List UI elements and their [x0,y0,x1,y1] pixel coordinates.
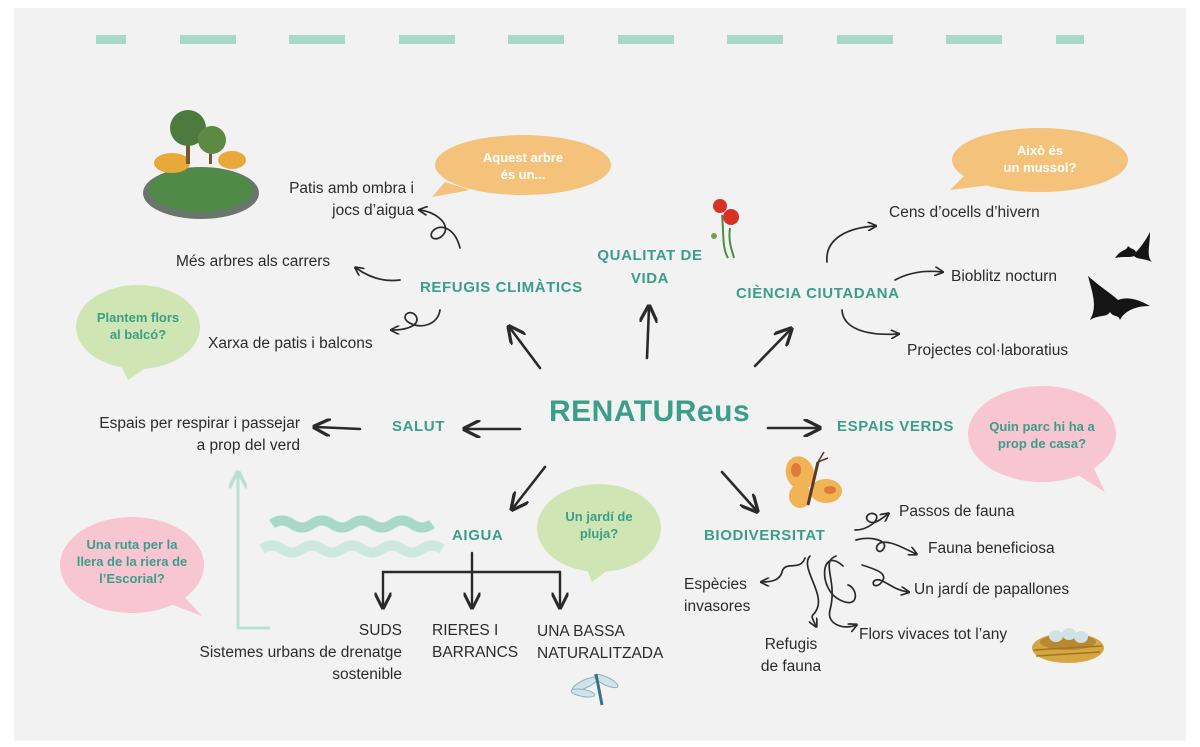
bubble-mussol-line2: un mussol? [1003,160,1077,175]
bubble-mussol-text: Això és un mussol? [990,142,1090,176]
item-fauna-benef: Fauna beneficiosa [928,540,1055,557]
item-patis-ombra: Patis amb ombra i jocs d’aigua [250,178,414,222]
dash [289,35,345,44]
branch-qualitat-line2: VIDA [630,270,670,287]
item-mes-arbres: Més arbres als carrers [176,253,331,270]
dash [399,35,455,44]
branch-refugis: REFUGIS CLIMÀTICS [420,279,583,296]
item-cens-ocells: Cens d’ocells d’hivern [889,204,1040,221]
bubble-ruta-line1: Una ruta per la [86,537,178,552]
bubble-flors-text: Plantem flors al balcó? [83,309,193,343]
item-rieres-line2: BARRANCS [432,644,519,661]
dash [508,35,564,44]
bubble-ruta-line2: llera de la riera de [76,554,188,569]
bubble-ruta-text: Una ruta per la llera de la riera de l’E… [67,536,197,587]
bubble-arbre-line1: Aquest arbre [482,150,564,165]
item-suds-line3: sostenible [332,666,402,683]
bubble-parc-line2: prop de casa? [997,436,1087,451]
item-refugis-fauna-line2: de fauna [760,658,822,675]
bubble-arbre [432,135,611,197]
poppy-icon [711,199,739,259]
branch-salut: SALUT [392,418,445,435]
item-bioblitz: Bioblitz nocturn [951,268,1057,285]
aigua-branches [383,551,560,606]
item-patis-ombra-line1: Patis amb ombra i [289,180,414,197]
branch-aigua: AIGUA [452,527,504,544]
branch-qualitat: QUALITAT DE VIDA [590,244,710,290]
dash [180,35,236,44]
item-espais-respirar: Espais per respirar i passejar a prop de… [78,413,300,457]
bubble-parc [968,386,1116,492]
item-bassa-line2: NATURALITZADA [537,645,664,662]
item-refugis-fauna-line1: Refugis [764,636,818,653]
item-suds-line2: Sistemes urbans de drenatge [199,644,402,661]
bubble-parc-line1: Quin parc hi ha a [989,419,1095,434]
bubble-parc-text: Quin parc hi ha a prop de casa? [977,418,1107,452]
item-especies-line2: invasores [684,598,751,615]
main-arrows [316,308,818,510]
bat-icon [1088,232,1152,320]
item-bassa-line1: UNA BASSA [537,623,625,640]
item-xarxa-patis: Xarxa de patis i balcons [208,335,373,352]
bubble-arbre-text: Aquest arbre és un... [463,149,583,183]
item-suds: SUDS Sistemes urbans de drenatge sosteni… [170,620,402,686]
nest-icon [1032,628,1104,663]
item-patis-ombra-line2: jocs d’aigua [332,202,414,219]
dash [837,35,893,44]
bubble-ruta [60,517,204,616]
bubble-flors [76,285,200,380]
item-jardi-papallones: Un jardí de papallones [914,581,1070,598]
waves-icon [259,515,445,558]
bubble-pluja [537,484,661,582]
bubble-mussol [950,128,1128,192]
item-projectes: Projectes col·laboratius [907,342,1069,359]
item-espais-respirar-line2: a prop del verd [196,437,300,454]
item-rieres: RIERES I BARRANCS [432,620,518,664]
item-bassa: UNA BASSA NATURALITZADA [537,621,663,665]
branch-biodiversitat: BIODIVERSITAT [704,527,826,544]
dragonfly-icon [570,673,619,706]
item-rieres-line1: RIERES I [432,622,499,639]
dash [96,35,126,44]
bubble-mussol-line1: Això és [1016,143,1064,158]
dash [727,35,783,44]
bubble-flors-line2: al balcó? [109,327,167,342]
bubble-flors-line1: Plantem flors [96,310,180,325]
dash [946,35,1002,44]
bubble-pluja-text: Un jardí de pluja? [549,508,649,542]
center-title: RENATUReus [549,395,751,428]
item-suds-line1: SUDS [358,622,402,639]
branch-qualitat-line1: QUALITAT DE [597,247,703,264]
item-passos: Passos de fauna [899,503,1015,520]
item-flors-vivaces: Flors vivaces tot l’any [859,626,1008,643]
butterfly-icon [785,451,842,508]
bubble-ruta-line3: l’Escorial? [99,571,165,586]
dash [1056,35,1084,44]
light-arrow [238,474,270,630]
item-especies-line1: Espècies [684,576,747,593]
item-espais-respirar-line1: Espais per respirar i passejar [99,415,300,432]
branch-espais: ESPAIS VERDS [837,418,954,435]
bubble-pluja-line2: pluja? [579,526,619,541]
item-refugis-fauna: Refugis de fauna [746,634,836,678]
bubble-pluja-line1: Un jardí de [565,509,633,524]
item-especies: Espècies invasores [684,574,750,618]
bubble-arbre-line2: és un... [500,167,546,182]
branch-ciencia: CIÈNCIA CIUTADANA [736,285,900,302]
park-icon [143,110,259,219]
curly-arrows [356,210,942,627]
dash [618,35,674,44]
